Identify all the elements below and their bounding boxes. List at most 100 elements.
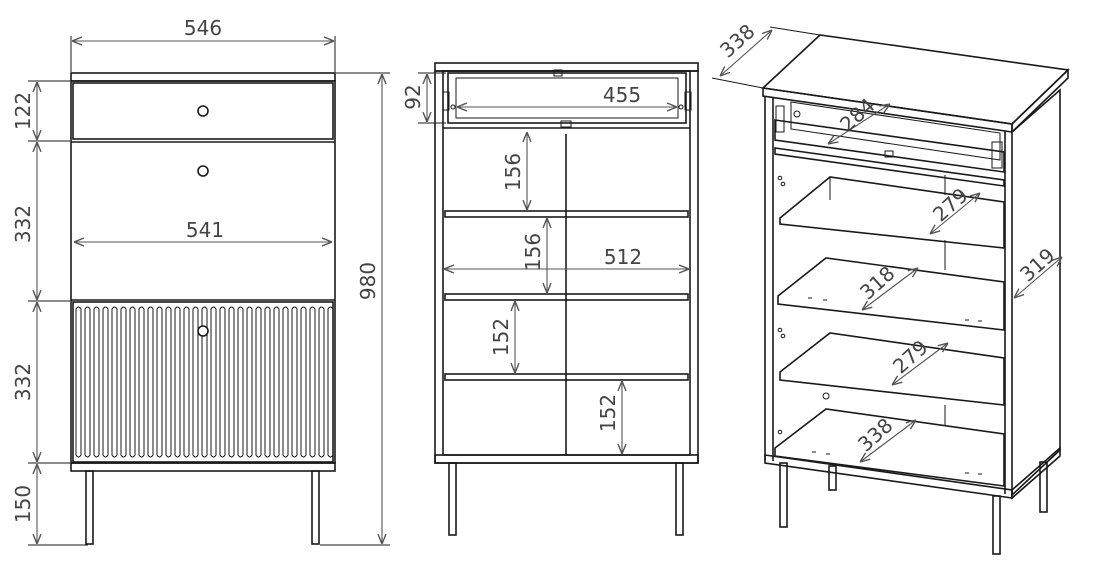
shelf-3 bbox=[779, 332, 1005, 406]
peg-hole bbox=[793, 110, 801, 118]
flute-rib bbox=[264, 306, 271, 458]
front-open-view: 92 455 156 156 512 152 152 bbox=[401, 62, 699, 536]
fluted-door-ribs bbox=[75, 306, 334, 458]
dim-bottom-depth: 338 bbox=[853, 413, 897, 456]
dim-side-depth: 319 bbox=[1015, 243, 1059, 286]
flute-rib bbox=[300, 306, 307, 458]
leg-left bbox=[85, 470, 94, 545]
ext-line bbox=[711, 77, 764, 89]
flute-rib bbox=[201, 306, 208, 458]
peg-hole bbox=[822, 392, 830, 400]
right-side-panel bbox=[1011, 88, 1061, 497]
dim-shelf-depth-1: 279 bbox=[928, 183, 972, 226]
flute-rib bbox=[147, 306, 154, 458]
leg-back-right bbox=[1039, 461, 1048, 513]
fluted-door-knob bbox=[197, 325, 209, 337]
flute-rib bbox=[273, 306, 280, 458]
flute-rib bbox=[111, 306, 118, 458]
flute-rib bbox=[174, 306, 181, 458]
shelf-2 bbox=[777, 257, 1005, 331]
screw bbox=[450, 104, 456, 110]
dim-depth-top: 338 bbox=[715, 19, 759, 62]
peg bbox=[777, 429, 783, 435]
dim-line-shelf-depth-3 bbox=[892, 343, 948, 385]
drawer-box bbox=[447, 72, 687, 124]
top-drawer-front bbox=[72, 82, 334, 140]
dim-shelf-gap-1: 156 bbox=[501, 153, 525, 191]
flute-rib bbox=[282, 306, 289, 458]
dim-shelf-gap-4: 152 bbox=[596, 394, 620, 432]
dim-height-top-drawer: 122 bbox=[11, 92, 35, 130]
dim-shelf-gap-2: 156 bbox=[521, 233, 545, 271]
flute-rib bbox=[255, 306, 262, 458]
dim-line-shelf-depth-1 bbox=[930, 193, 980, 234]
flute-rib bbox=[165, 306, 172, 458]
drawer-catch bbox=[560, 120, 572, 128]
flute-rib bbox=[93, 306, 100, 458]
top-front-edge bbox=[762, 87, 1013, 133]
leg-back-left bbox=[828, 465, 837, 491]
leg-front-right bbox=[992, 495, 1001, 555]
dim-line-shelf-depth-2 bbox=[862, 268, 918, 310]
flute-rib bbox=[192, 306, 199, 458]
dim-height-middle: 332 bbox=[11, 205, 35, 243]
dim-inner-width: 512 bbox=[604, 245, 642, 269]
dim-drawer-height: 92 bbox=[401, 84, 425, 109]
plinth bbox=[70, 462, 336, 472]
leg-front-left bbox=[779, 462, 788, 528]
front-closed-view: 546 541 122 332 332 150 980 bbox=[11, 16, 390, 546]
flute-rib bbox=[318, 306, 325, 458]
drawer-catch bbox=[884, 150, 894, 158]
shelf-1 bbox=[444, 210, 689, 218]
peg bbox=[780, 333, 786, 339]
dim-line-bottom-depth bbox=[860, 420, 916, 462]
shelf-3 bbox=[444, 373, 689, 381]
dim-height-legs: 150 bbox=[11, 485, 35, 523]
drawer-inner-back bbox=[790, 101, 1001, 161]
flute-rib bbox=[84, 306, 91, 458]
shelf-1 bbox=[779, 176, 1005, 249]
leg-left bbox=[448, 462, 457, 536]
drawer-inner bbox=[455, 77, 679, 119]
flute-rib bbox=[75, 306, 82, 458]
flute-rib bbox=[327, 306, 334, 458]
dim-drawer-width: 455 bbox=[603, 83, 641, 107]
dim-height-total: 980 bbox=[356, 262, 380, 300]
drawer-knob bbox=[197, 105, 209, 117]
dim-shelf-gap-3: 152 bbox=[489, 318, 513, 356]
shelf-2 bbox=[444, 293, 689, 301]
flute-rib bbox=[156, 306, 163, 458]
flute-rib bbox=[228, 306, 235, 458]
flute-rib bbox=[129, 306, 136, 458]
bottom-plinth bbox=[434, 454, 699, 464]
flute-rib bbox=[102, 306, 109, 458]
flute-rib bbox=[210, 306, 217, 458]
dim-line-side-depth bbox=[1014, 257, 1062, 298]
drawer-runner-left bbox=[442, 91, 450, 111]
dim-width-inner: 541 bbox=[186, 218, 224, 242]
flute-rib bbox=[309, 306, 316, 458]
flute-rib bbox=[120, 306, 127, 458]
drawer-slide-right bbox=[991, 141, 1003, 169]
top-slab bbox=[434, 62, 699, 72]
drawer-bottom-shelf bbox=[774, 147, 1005, 187]
perspective-view: 338 284 279 319 318 279 338 bbox=[711, 19, 1070, 555]
dim-line-drawer-depth bbox=[828, 104, 890, 144]
dim-line-top-depth bbox=[720, 30, 772, 76]
drawer-lock bbox=[553, 69, 563, 77]
top-side-edge bbox=[1011, 68, 1069, 134]
leg-right bbox=[675, 462, 684, 536]
top-slab bbox=[70, 72, 336, 82]
dim-width-top: 546 bbox=[184, 16, 222, 40]
peg bbox=[777, 175, 783, 181]
bottom-panel bbox=[774, 408, 1005, 487]
middle-knob bbox=[197, 165, 209, 177]
leg-right bbox=[311, 470, 320, 545]
plinth-front bbox=[764, 454, 1013, 499]
peg bbox=[780, 181, 786, 187]
ext-line bbox=[769, 26, 821, 36]
flute-rib bbox=[219, 306, 226, 458]
flute-rib bbox=[291, 306, 298, 458]
